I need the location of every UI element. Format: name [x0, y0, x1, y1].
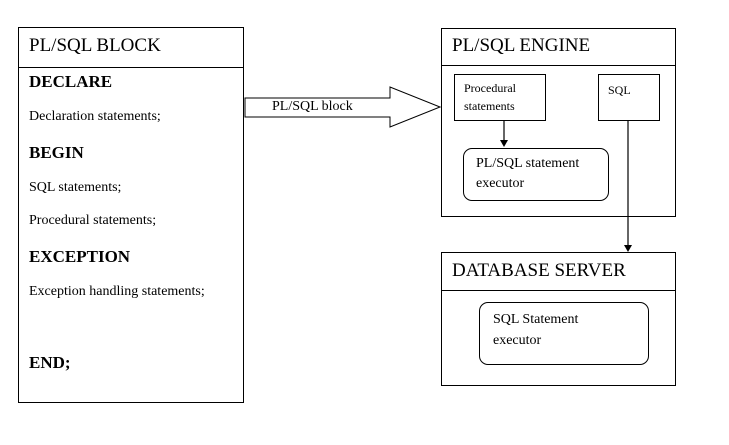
plsql-block-title: PL/SQL BLOCK [29, 35, 161, 56]
plsql-engine-box: PL/SQL ENGINE Procedural statements SQL … [441, 28, 676, 217]
plsql-statement-executor-box: PL/SQL statement executor [463, 148, 609, 201]
procedural-statements-text: Procedural statements; [29, 213, 157, 228]
procedural-statements-box: Procedural statements [454, 74, 546, 121]
declaration-statements-text: Declaration statements; [29, 109, 161, 124]
plsql-executor-line2: executor [476, 176, 525, 191]
plsql-executor-line1: PL/SQL statement [476, 156, 580, 171]
database-server-box: DATABASE SERVER SQL Statement executor [441, 252, 676, 386]
plsql-engine-title: PL/SQL ENGINE [452, 35, 591, 56]
procedural-statements-line1: Procedural [464, 81, 516, 95]
sql-label: SQL [608, 83, 631, 97]
sql-box: SQL [598, 74, 660, 121]
sql-executor-line1: SQL Statement [493, 312, 579, 327]
plsql-block-header: PL/SQL BLOCK [19, 28, 243, 68]
arrow-label: PL/SQL block [272, 99, 353, 114]
procedural-to-executor-arrow [500, 120, 508, 147]
begin-keyword: BEGIN [29, 143, 84, 162]
sql-executor-line2: executor [493, 333, 542, 348]
database-server-header: DATABASE SERVER [442, 253, 675, 291]
sql-statements-text: SQL statements; [29, 180, 122, 195]
sql-statement-executor-box: SQL Statement executor [479, 302, 649, 365]
plsql-engine-header: PL/SQL ENGINE [442, 29, 675, 66]
procedural-statements-line2: statements [464, 99, 515, 113]
sql-to-database-arrow [624, 120, 632, 252]
exception-handling-text: Exception handling statements; [29, 284, 205, 299]
exception-keyword: EXCEPTION [29, 247, 131, 266]
declare-keyword: DECLARE [29, 72, 113, 91]
plsql-block-box: PL/SQL BLOCK DECLARE Declaration stateme… [18, 27, 244, 403]
database-server-title: DATABASE SERVER [452, 260, 626, 281]
end-keyword: END; [29, 353, 71, 372]
